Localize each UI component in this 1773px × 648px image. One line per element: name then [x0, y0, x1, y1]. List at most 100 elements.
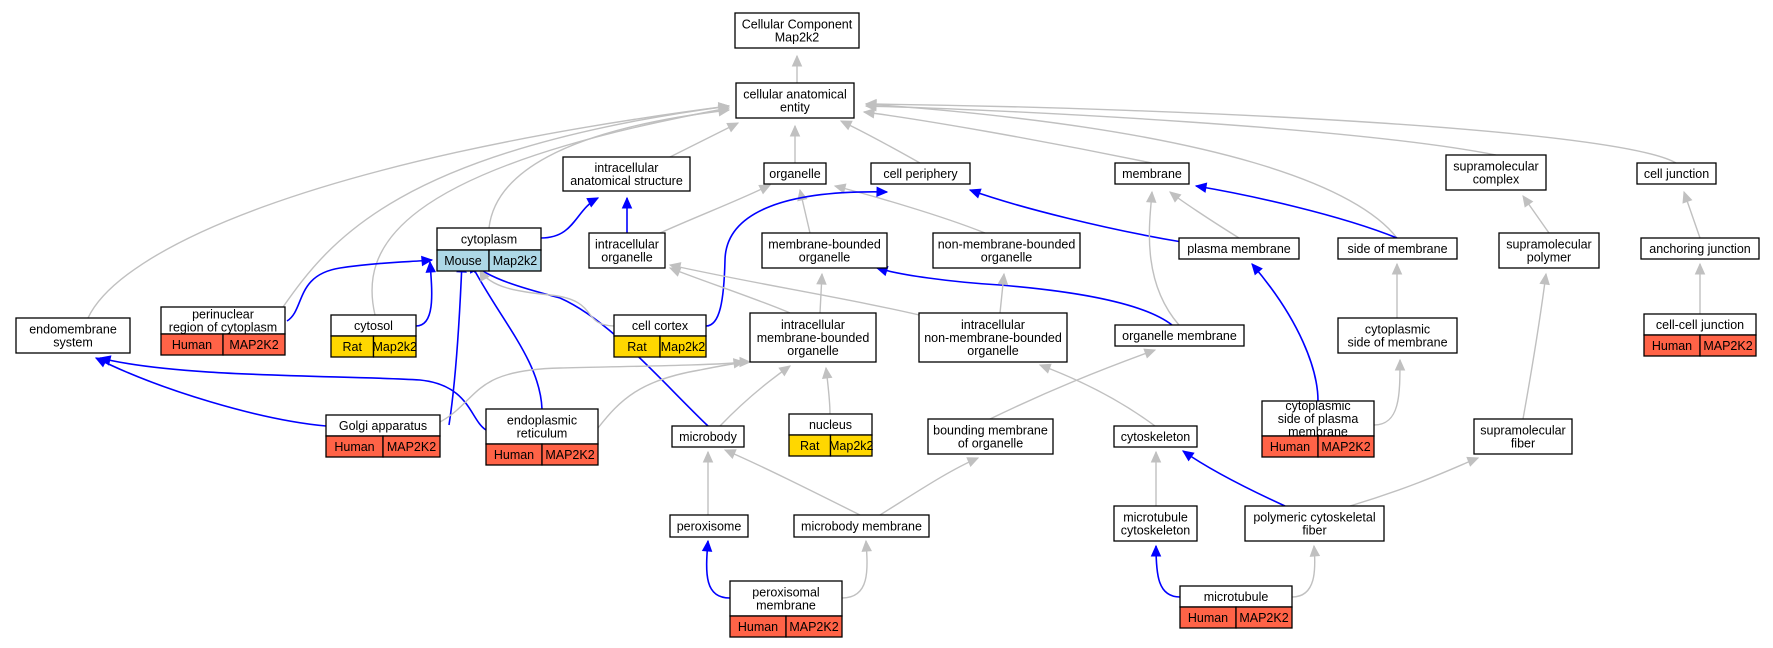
- node-organelle[interactable]: organelle: [763, 162, 827, 185]
- edge-organelle-to-intorg: [659, 184, 772, 234]
- node-box: [1113, 425, 1198, 448]
- node-label-line: fiber: [1511, 437, 1535, 451]
- arrowhead: [839, 120, 853, 131]
- arrowhead: [98, 355, 112, 366]
- edge-mbo-to-imbo: [816, 272, 827, 314]
- node-label-line: membrane: [1122, 167, 1182, 181]
- edge-layer: [87, 54, 1706, 599]
- gene-label: MAP2K2: [229, 338, 278, 352]
- gene-cell: [659, 335, 707, 358]
- species-label: Human: [1188, 611, 1228, 625]
- edge-cae-to-periphery: [839, 120, 921, 164]
- node-pm[interactable]: plasma membrane: [1178, 237, 1300, 260]
- edge-junction-to-anchoring: [1682, 190, 1701, 239]
- species-label: Rat: [343, 340, 363, 354]
- arrowhead: [789, 124, 801, 137]
- node-box: [1114, 162, 1190, 185]
- node-cytoskeleton[interactable]: cytoskeleton: [1113, 425, 1198, 448]
- node-som[interactable]: side of membrane: [1337, 237, 1458, 260]
- arrowhead: [833, 183, 847, 194]
- node-box: [735, 82, 855, 119]
- edge-endomem-to-golgi: [94, 357, 327, 427]
- edge-peroxisome-to-permem: [701, 539, 731, 599]
- node-label-line: entity: [780, 101, 811, 115]
- node-mbmem[interactable]: microbody membrane: [793, 514, 930, 538]
- edge-imbo-to-nucleus: [821, 366, 833, 415]
- node-box: [1337, 237, 1458, 260]
- node-membrane[interactable]: membrane: [1114, 162, 1190, 185]
- arrowhead: [1394, 358, 1406, 371]
- node-box: [927, 418, 1054, 455]
- arrowhead: [1391, 262, 1403, 275]
- gene-cell: [785, 615, 843, 638]
- node-label-line: organelle: [799, 251, 850, 265]
- edge-nmbo-to-inmbo: [997, 272, 1009, 314]
- edge-microbody-to-peroxisome: [702, 450, 714, 515]
- node-orgmem[interactable]: organelle membrane: [1114, 324, 1245, 347]
- node-label-line: anchoring junction: [1649, 242, 1751, 256]
- node-junction[interactable]: cell junction: [1636, 162, 1717, 185]
- arrowhead: [1194, 182, 1208, 193]
- arrowhead: [1169, 191, 1182, 203]
- node-microbody[interactable]: microbody: [671, 425, 745, 448]
- node-label-line: Golgi apparatus: [339, 419, 427, 433]
- node-anchoring[interactable]: anchoring junction: [1640, 237, 1760, 260]
- edge-som-to-cspm: [1373, 358, 1406, 426]
- node-periphery[interactable]: cell periphery: [870, 162, 971, 185]
- gene-label: Map2k2: [661, 340, 706, 354]
- species-label: Human: [334, 440, 374, 454]
- gene-cell: [488, 249, 542, 272]
- arrowhead: [1145, 190, 1157, 203]
- edge-imbo-to-er: [597, 356, 752, 429]
- node-inmbo[interactable]: intracellularnon-membrane-boundedorganel…: [918, 312, 1068, 363]
- node-peroxisome[interactable]: peroxisome: [669, 514, 749, 538]
- node-label-line: organelle: [769, 167, 820, 181]
- edge-cae-to-cytosol: [371, 104, 731, 316]
- edge-membrane-to-orgmem: [1145, 190, 1180, 326]
- species-label: Rat: [800, 439, 820, 453]
- edge-smcomplex-to-smpolymer: [1522, 195, 1550, 234]
- gene-label: MAP2K2: [1321, 440, 1370, 454]
- node-label-line: cell junction: [1644, 167, 1709, 181]
- node-label-line: supramolecular: [1453, 160, 1538, 174]
- edge-intorg-to-imbo: [668, 267, 791, 314]
- node-label-line: endomembrane: [29, 323, 117, 337]
- node-label-line: cytoplasmic: [1285, 399, 1350, 413]
- node-box: [485, 408, 599, 445]
- arrowhead: [1143, 348, 1157, 359]
- node-label-line: region of cytoplasm: [169, 321, 277, 335]
- species-label: Rat: [627, 340, 647, 354]
- node-label-line: cellular anatomical: [743, 88, 847, 102]
- edge-cytoskeleton-to-pcf: [1182, 450, 1286, 507]
- arrowhead: [1150, 450, 1162, 463]
- arrowhead: [861, 539, 872, 552]
